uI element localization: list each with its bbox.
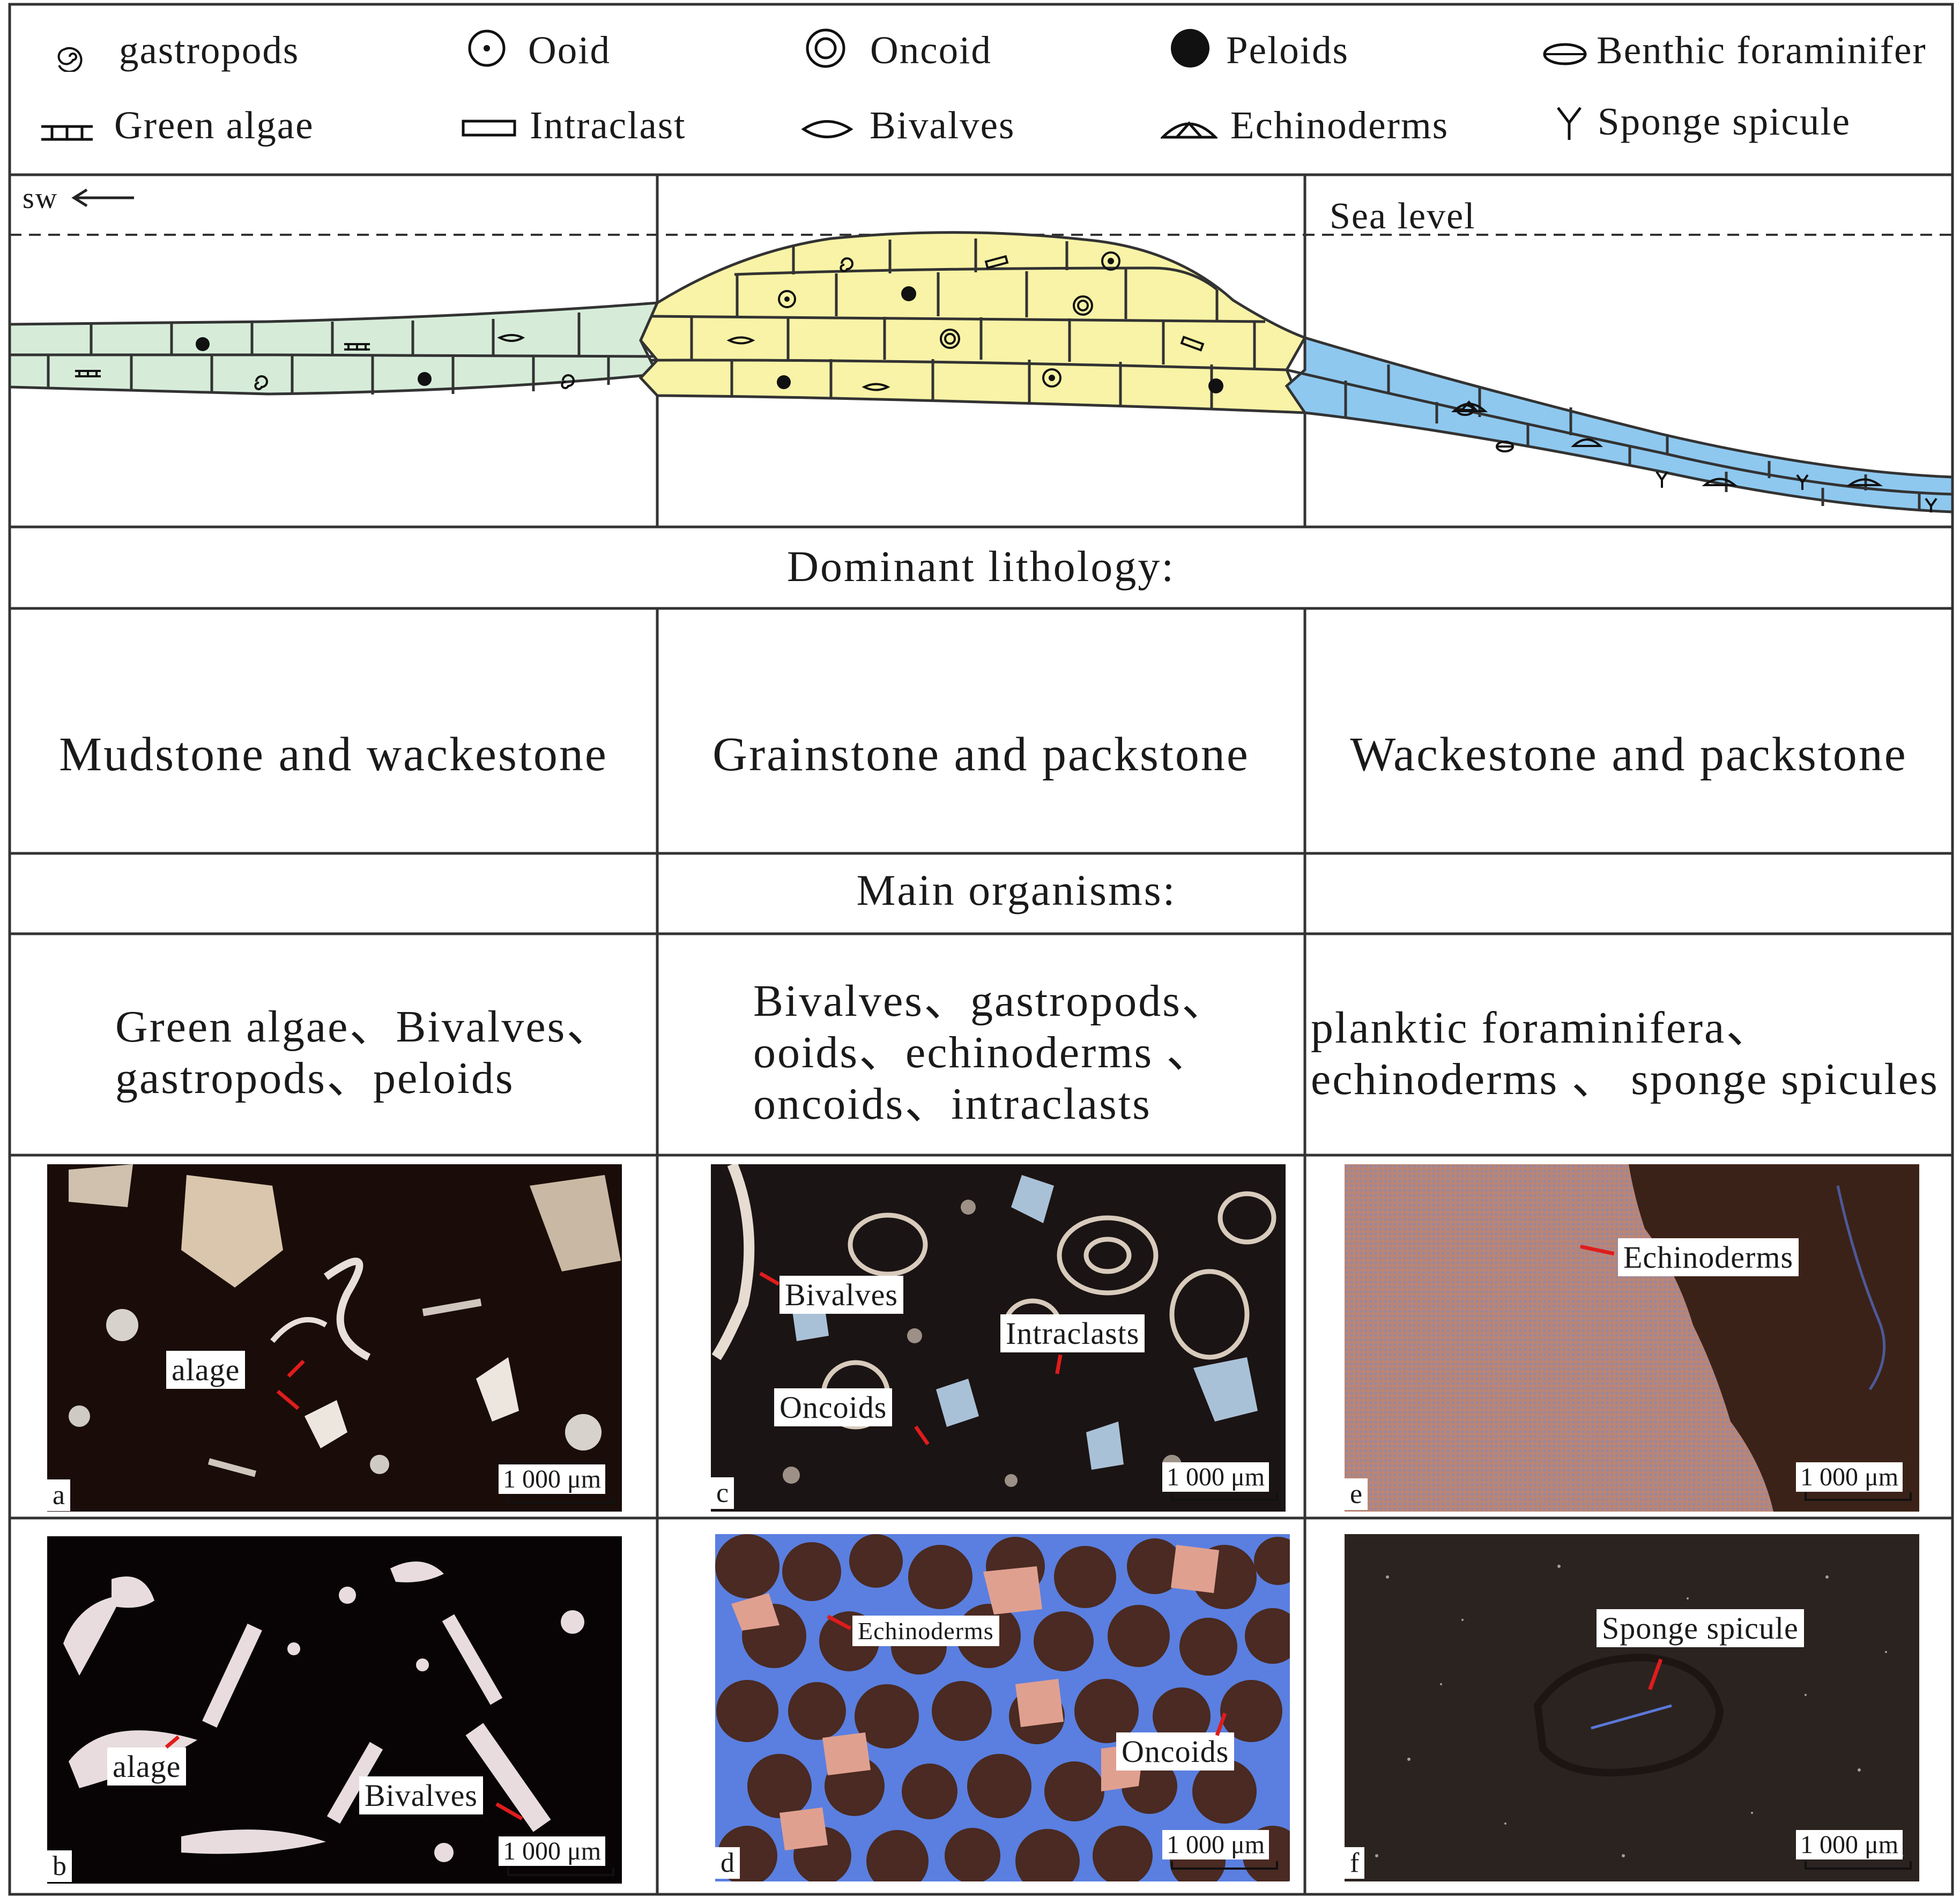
photo-b-scale-label: 1 000 μm xyxy=(499,1836,605,1866)
photo-b-label-alage: alage xyxy=(107,1747,186,1786)
legend-label-peloids: Peloids xyxy=(1226,28,1349,73)
photo-a-label-alage: alage xyxy=(166,1351,245,1389)
photo-a-scale-label: 1 000 μm xyxy=(499,1464,605,1494)
direction-arrow-icon xyxy=(74,190,134,206)
profile-middle-facies xyxy=(641,233,1305,413)
intraclast-icon xyxy=(461,119,517,137)
photo-d-letter: d xyxy=(715,1847,740,1879)
photo-c-label-oncoids: Oncoids xyxy=(774,1388,892,1426)
photo-f-letter: f xyxy=(1345,1847,1364,1879)
legend-label-gastropods: gastropods xyxy=(119,28,299,73)
profile-left-facies xyxy=(10,303,657,395)
photo-f-scale-bar xyxy=(1805,1861,1912,1870)
ooid-icon xyxy=(466,28,507,69)
organisms-middle-line-1: Bivalves、gastropods、 xyxy=(753,976,1228,1027)
photo-a-letter: a xyxy=(47,1479,70,1511)
legend-label-benthic-foraminifer: Benthic foraminifer xyxy=(1597,28,1927,73)
legend-label-green-algae: Green algae xyxy=(114,103,314,148)
sponge-spicule-icon xyxy=(1555,105,1584,142)
photo-b-letter: b xyxy=(47,1850,72,1882)
echinoderm-icon xyxy=(1161,116,1217,140)
organisms-right-line-1: planktic foraminifera、 xyxy=(1311,1002,1939,1054)
legend-label-ooid: Ooid xyxy=(528,28,611,73)
lithology-middle: Grainstone and packstone xyxy=(657,727,1305,782)
photo-c-letter: c xyxy=(711,1477,734,1509)
organisms-middle-line-3: oncoids、intraclasts xyxy=(753,1078,1228,1130)
oncoid-icon xyxy=(804,27,847,70)
photo-c-label-bivalves: Bivalves xyxy=(779,1276,903,1314)
photomicrograph-c: Bivalves Intraclasts Oncoids c 1 000 μm xyxy=(711,1164,1286,1512)
legend-label-oncoid: Oncoid xyxy=(870,28,992,73)
sea-level-label: Sea level xyxy=(1330,195,1476,238)
legend-label-echinoderms: Echinoderms xyxy=(1230,103,1449,148)
photo-a-scale-bar xyxy=(507,1496,614,1504)
organisms-left: Green algae、Bivalves、 gastropods、peloids xyxy=(115,1001,613,1104)
organisms-heading: Main organisms: xyxy=(657,865,1376,916)
photomicrograph-a: alage a 1 000 μm xyxy=(47,1164,622,1512)
photo-e-texture xyxy=(1345,1164,1919,1512)
photo-e-scale-bar xyxy=(1805,1492,1912,1501)
photomicrograph-d: Echinoderms Oncoids d 1 000 μm xyxy=(715,1534,1290,1881)
organisms-right: planktic foraminifera、 echinoderms 、 spo… xyxy=(1311,1002,1939,1105)
photo-b-texture xyxy=(47,1536,622,1884)
photo-d-scale-label: 1 000 μm xyxy=(1162,1830,1269,1859)
photo-e-label-echinoderms: Echinoderms xyxy=(1618,1238,1799,1276)
organisms-left-line-2: gastropods、peloids xyxy=(115,1053,613,1104)
photomicrograph-e: Echinoderms e 1 000 μm xyxy=(1345,1164,1919,1512)
legend-label-bivalves: Bivalves xyxy=(870,103,1015,148)
photo-e-scale-label: 1 000 μm xyxy=(1796,1462,1903,1492)
direction-label: sw xyxy=(23,181,58,215)
lithology-left: Mudstone and wackestone xyxy=(10,727,657,782)
photomicrograph-b: alage Bivalves b 1 000 μm xyxy=(47,1536,622,1884)
photo-e-letter: e xyxy=(1345,1478,1368,1510)
bivalve-icon xyxy=(801,117,853,142)
organisms-right-line-2: echinoderms 、 sponge spicules xyxy=(1311,1054,1939,1105)
photo-f-texture xyxy=(1345,1534,1919,1881)
photo-c-texture xyxy=(711,1164,1286,1512)
photo-f-scale-label: 1 000 μm xyxy=(1796,1830,1903,1859)
photo-d-scale-bar xyxy=(1171,1861,1278,1870)
green-algae-icon xyxy=(40,122,94,144)
profile-right-facies xyxy=(1287,338,1952,512)
photo-c-scale-bar xyxy=(1171,1492,1278,1501)
photo-f-label-sponge-spicule: Sponge spicule xyxy=(1597,1609,1804,1647)
organisms-middle-line-2: ooids、echinoderms 、 xyxy=(753,1027,1228,1078)
photomicrograph-f: Sponge spicule f 1 000 μm xyxy=(1345,1534,1919,1881)
photo-b-scale-bar xyxy=(507,1868,614,1876)
photo-a-texture xyxy=(47,1164,622,1512)
photo-c-label-intraclasts: Intraclasts xyxy=(1000,1314,1145,1352)
organisms-middle: Bivalves、gastropods、 ooids、echinoderms 、… xyxy=(753,976,1228,1130)
benthic-foraminifer-icon xyxy=(1542,42,1587,66)
lithology-right: Wackestone and packstone xyxy=(1305,727,1952,782)
organisms-left-line-1: Green algae、Bivalves、 xyxy=(115,1001,613,1053)
legend-label-sponge-spicule: Sponge spicule xyxy=(1598,99,1851,144)
lithology-heading: Dominant lithology: xyxy=(10,541,1952,592)
legend-label-intraclast: Intraclast xyxy=(530,103,686,148)
photo-d-texture xyxy=(715,1534,1290,1881)
peloid-icon xyxy=(1169,27,1212,70)
photo-b-label-bivalves: Bivalves xyxy=(359,1776,483,1814)
photo-c-scale-label: 1 000 μm xyxy=(1162,1462,1269,1492)
photo-d-label-oncoids: Oncoids xyxy=(1116,1732,1234,1770)
gastropod-icon xyxy=(51,42,88,72)
photo-d-label-echinoderms: Echinoderms xyxy=(852,1616,999,1646)
